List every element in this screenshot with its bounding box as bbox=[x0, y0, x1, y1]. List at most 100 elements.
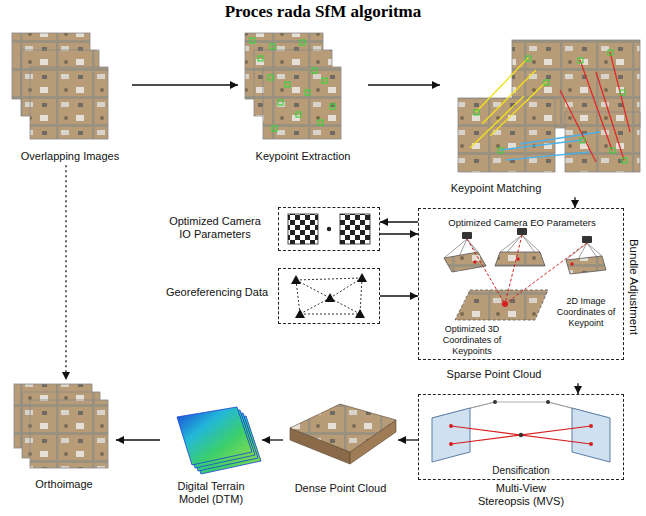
bundle-adjustment-figure-part bbox=[467, 235, 587, 304]
bundle-adjustment-figure-part bbox=[462, 228, 592, 243]
keypoint-marks-part bbox=[285, 82, 290, 87]
keypoint-marks-part bbox=[300, 40, 305, 45]
matching-marks-part bbox=[474, 110, 479, 115]
match-lines-part bbox=[470, 96, 524, 148]
matching-marks-part bbox=[620, 90, 625, 95]
mvs-figure-part bbox=[493, 400, 550, 437]
georeference-network-part-part bbox=[300, 298, 330, 314]
keypoint-marks-part bbox=[258, 56, 263, 61]
text-slot: Optimized 3D Coordinates of Keypoints bbox=[424, 324, 520, 358]
overlapping-images-part bbox=[30, 67, 108, 139]
text-slot: Orthoimage bbox=[12, 474, 116, 492]
connector-arrow bbox=[398, 439, 418, 440]
orthoimage-figure-part bbox=[30, 400, 108, 468]
mvs-figure-part-part bbox=[495, 402, 548, 403]
node-label: Georeferencing Data bbox=[165, 286, 269, 299]
match-lines-part bbox=[490, 82, 546, 136]
text-slot: Keypoint Matching bbox=[440, 178, 552, 196]
georeference-network-part-part bbox=[330, 298, 360, 314]
georeference-network-part-part bbox=[296, 280, 300, 314]
text-slot: Digital Terrain Model (DTM) bbox=[160, 480, 262, 507]
mvs-figure-part bbox=[451, 426, 591, 444]
checkerboards bbox=[288, 214, 370, 244]
matching-images-part bbox=[565, 112, 640, 172]
bundle-adjustment-figure-part-part bbox=[517, 228, 527, 235]
connector-arrow bbox=[380, 295, 418, 296]
bundle-adjustment-figure-part-part bbox=[444, 252, 486, 272]
text-slot: Georeferencing Data bbox=[164, 282, 270, 300]
dense-point-cloud-figure-part bbox=[290, 404, 396, 452]
matching-marks-part bbox=[544, 80, 549, 85]
connector-arrow bbox=[577, 383, 578, 394]
dtm-figure bbox=[177, 407, 261, 474]
process-node: Digital Terrain Model (DTM) bbox=[160, 400, 262, 510]
matching-images-part bbox=[458, 98, 555, 172]
georeference-network-part-part bbox=[291, 275, 301, 284]
process-node: Keypoint Extraction bbox=[238, 30, 368, 165]
keypoint-marks-part bbox=[330, 104, 335, 109]
process-node: Bundle Adjustment Optimized Camera EO Par… bbox=[418, 208, 642, 383]
matching-marks-part bbox=[580, 138, 585, 143]
connector-arrow bbox=[116, 439, 160, 440]
process-node: Orthoimage bbox=[12, 380, 116, 493]
node-label: Multi-View Stereopsis (MVS) bbox=[468, 482, 574, 508]
georeference-network-part-part bbox=[360, 278, 362, 314]
text-slot: Optimized Camera EO Parameters bbox=[426, 212, 618, 230]
diagram-title: Proces rada SfM algoritma bbox=[224, 2, 423, 22]
keypoint-marks-part bbox=[305, 90, 310, 95]
georeference-network-part bbox=[291, 273, 367, 318]
text-slot: Optimized Camera IO Parameters bbox=[162, 215, 268, 242]
bundle-adjustment-figure-part-part bbox=[455, 290, 548, 320]
georeference-network-part-part bbox=[355, 309, 365, 318]
connector-arrow bbox=[380, 233, 418, 234]
connector-arrow bbox=[380, 221, 418, 222]
node-label: Dense Point Cloud bbox=[294, 482, 388, 495]
mvs-figure-part bbox=[432, 408, 470, 462]
match-lines-part bbox=[596, 72, 624, 160]
checkerboards-part bbox=[340, 214, 370, 244]
connector-arrow bbox=[65, 165, 66, 380]
bundle-adjustment-figure-part-part bbox=[582, 236, 592, 243]
bundle-adjustment-figure-part-part bbox=[570, 262, 574, 266]
connector-arrow bbox=[574, 197, 575, 208]
mvs-figure-part-part bbox=[451, 426, 591, 444]
keypoint-marks bbox=[250, 38, 335, 131]
text-slot: 2D Image Coordinates of Keypoint bbox=[552, 296, 620, 330]
node-label: Digital Terrain Model (DTM) bbox=[160, 480, 262, 506]
node-label: Bundle Adjustment bbox=[626, 238, 640, 336]
matching-marks-part bbox=[622, 158, 627, 163]
mvs-figure-part-part bbox=[589, 424, 593, 428]
georeference-network-part-part bbox=[330, 278, 362, 298]
match-lines-part bbox=[610, 52, 630, 132]
matching-marks bbox=[474, 50, 627, 163]
bundle-adjustment-figure-part-part bbox=[566, 256, 606, 274]
node-text: Optimized Camera EO Parameters bbox=[447, 217, 596, 228]
node-label: Keypoint Extraction bbox=[255, 150, 352, 163]
georeference-network-part-part bbox=[295, 309, 305, 318]
keypoint-marks-part bbox=[270, 44, 275, 49]
matching-marks-part bbox=[610, 148, 615, 153]
text-slot: Keypoint Extraction bbox=[238, 146, 368, 164]
matching-marks-part bbox=[526, 56, 531, 61]
match-lines bbox=[470, 52, 630, 162]
bundle-adjustment-figure-part-part bbox=[502, 301, 508, 307]
bundle-adjustment-figure-part-part bbox=[495, 252, 545, 266]
georeference-network-part-part bbox=[357, 273, 367, 282]
mvs-figure-part-part bbox=[546, 400, 550, 404]
mvs-figure-part-part bbox=[589, 442, 593, 446]
dashed-frame bbox=[278, 268, 380, 324]
process-node: Georeferencing Data bbox=[160, 268, 380, 324]
match-lines-part bbox=[482, 70, 536, 124]
keypoint-marks-part bbox=[268, 75, 273, 80]
georeference-network-part-part bbox=[296, 280, 330, 298]
bundle-adjustment-figure-part-part bbox=[467, 239, 505, 304]
keypoint-images bbox=[245, 33, 341, 139]
match-lines-part bbox=[560, 90, 596, 162]
text-slot: Densification bbox=[473, 460, 569, 478]
mvs-figure-part-part bbox=[493, 400, 497, 404]
connector-arrow bbox=[132, 84, 238, 85]
connector-arrow bbox=[368, 84, 440, 85]
keypoint-marks-part bbox=[272, 126, 277, 131]
bundle-adjustment-figure-part-part bbox=[522, 235, 540, 252]
node-label: Overlapping Images bbox=[20, 150, 120, 163]
